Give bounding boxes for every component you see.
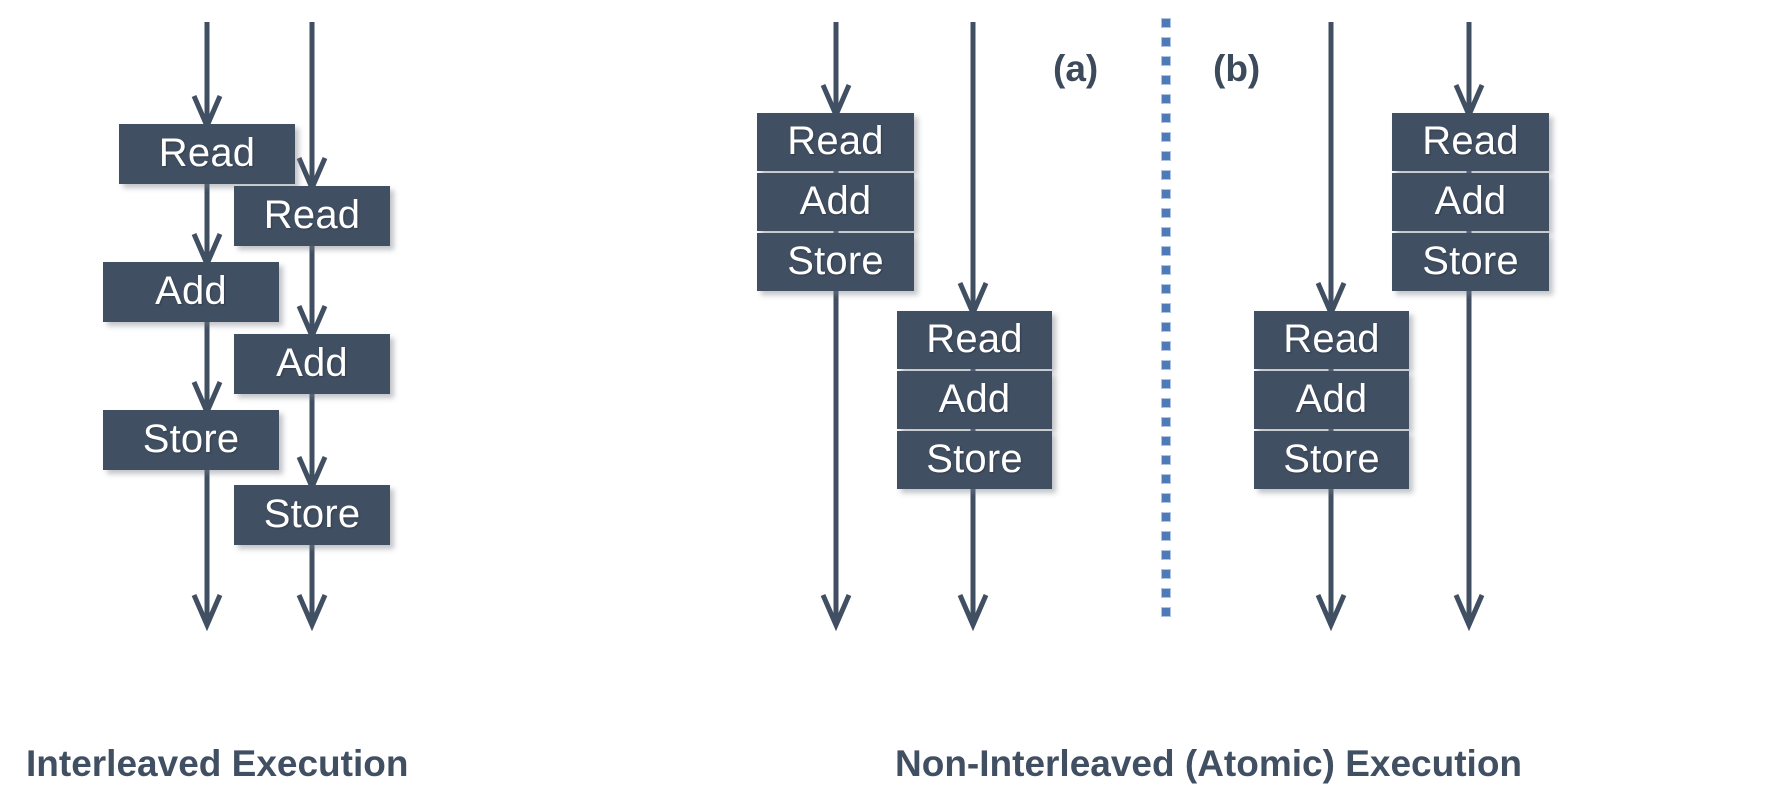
divider-dash xyxy=(1161,322,1171,332)
op-box-read: Read xyxy=(757,113,914,171)
op-box-read: Read xyxy=(1392,113,1549,171)
op-box-read: Read xyxy=(897,311,1052,369)
op-box-label: Store xyxy=(142,417,240,461)
op-box-store: Store xyxy=(1254,431,1409,489)
arrowhead-end-interleaved-thread-2 xyxy=(296,594,328,632)
op-box-store: Store xyxy=(757,233,914,291)
op-box-label: Read xyxy=(263,193,361,237)
arrowhead-end-atomic-b-thread-2 xyxy=(1315,594,1347,632)
divider-dash xyxy=(1161,360,1171,370)
divider-dash xyxy=(1161,341,1171,351)
divider-dash xyxy=(1161,75,1171,85)
divider-dash xyxy=(1161,455,1171,465)
op-box-label: Read xyxy=(158,131,256,175)
divider-dash xyxy=(1161,18,1171,28)
op-box-add: Add xyxy=(1254,371,1409,429)
divider-dash xyxy=(1161,208,1171,218)
divider-dash xyxy=(1161,303,1171,313)
op-box-label: Store xyxy=(926,437,1023,481)
op-box-label: Add xyxy=(799,179,872,223)
divider-dash xyxy=(1161,37,1171,47)
divider-dash xyxy=(1161,417,1171,427)
caption-non-interleaved-execution: Non-Interleaved (Atomic) Execution xyxy=(895,743,1523,784)
divider-dash xyxy=(1161,94,1171,104)
caption-interleaved-execution: Interleaved Execution xyxy=(26,743,409,784)
op-box-read: Read xyxy=(234,186,390,246)
op-box-label: Store xyxy=(787,239,884,283)
op-box-label: Read xyxy=(1422,119,1519,163)
op-box-add: Add xyxy=(757,173,914,231)
divider-dash xyxy=(1161,189,1171,199)
divider-dash xyxy=(1161,265,1171,275)
divider-dash xyxy=(1161,531,1171,541)
op-box-read: Read xyxy=(1254,311,1409,369)
op-box-store: Store xyxy=(1392,233,1549,291)
divider-dash xyxy=(1161,607,1171,617)
divider-dash xyxy=(1161,398,1171,408)
op-box-add: Add xyxy=(234,334,390,394)
divider-dash xyxy=(1161,493,1171,503)
op-box-store: Store xyxy=(103,410,279,470)
op-box-add: Add xyxy=(1392,173,1549,231)
divider-dash xyxy=(1161,227,1171,237)
divider-dash xyxy=(1161,170,1171,180)
op-box-label: Add xyxy=(938,377,1011,421)
op-box-label: Store xyxy=(1422,239,1519,283)
divider-dash xyxy=(1161,284,1171,294)
divider-dash xyxy=(1161,151,1171,161)
panel-label-b: (b) xyxy=(1213,48,1261,89)
divider-dash xyxy=(1161,588,1171,598)
divider-dash xyxy=(1161,569,1171,579)
divider-dash xyxy=(1161,550,1171,560)
arrowhead-end-atomic-a-thread-1 xyxy=(820,594,852,632)
panel-label-a: (a) xyxy=(1053,48,1099,89)
op-box-label: Add xyxy=(1295,377,1368,421)
op-box-add: Add xyxy=(103,262,279,322)
op-box-label: Add xyxy=(276,341,348,385)
divider-dash xyxy=(1161,436,1171,446)
op-box-label: Add xyxy=(155,269,227,313)
op-box-label: Store xyxy=(1283,437,1380,481)
op-box-label: Read xyxy=(787,119,884,163)
op-box-label: Store xyxy=(263,492,361,536)
op-box-read: Read xyxy=(119,124,295,184)
arrowhead-end-atomic-a-thread-2 xyxy=(957,594,989,632)
divider-dash xyxy=(1161,474,1171,484)
op-box-store: Store xyxy=(234,485,390,545)
arrowhead-end-atomic-b-thread-1 xyxy=(1453,594,1485,632)
divider-dash xyxy=(1161,113,1171,123)
panel-divider-dotted-line xyxy=(1161,18,1171,620)
divider-dash xyxy=(1161,132,1171,142)
op-box-label: Read xyxy=(1283,317,1380,361)
divider-dash xyxy=(1161,56,1171,66)
divider-dash xyxy=(1161,246,1171,256)
op-box-store: Store xyxy=(897,431,1052,489)
op-box-add: Add xyxy=(897,371,1052,429)
op-box-label: Read xyxy=(926,317,1023,361)
op-box-label: Add xyxy=(1434,179,1507,223)
divider-dash xyxy=(1161,512,1171,522)
divider-dash xyxy=(1161,379,1171,389)
arrowhead-end-interleaved-thread-1 xyxy=(191,594,223,632)
